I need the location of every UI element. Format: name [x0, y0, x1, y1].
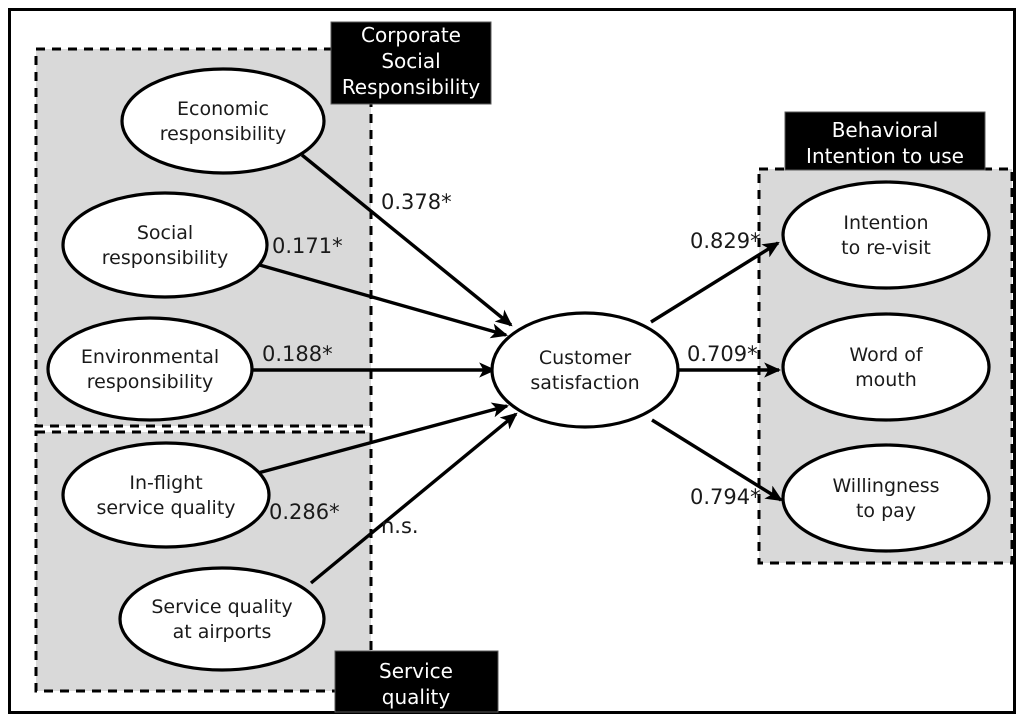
group-chip-csr: Corporate Social Responsibility: [330, 21, 492, 105]
path-label-environmental-to-satisfaction: 0.188*: [262, 342, 333, 366]
node-customer-satisfaction[interactable]: Customer satisfaction: [490, 311, 680, 429]
node-label-line-1: Environmental: [81, 346, 219, 368]
node-label-line-1: Social: [137, 222, 193, 244]
chip-background: [334, 650, 499, 713]
chip-label-line-1: Behavioral: [832, 118, 939, 142]
path-arrow-satisfaction-to-revisit: [650, 241, 780, 324]
node-in-flight-service-quality[interactable]: In-flight service quality: [61, 441, 271, 549]
node-label-line-2: to pay: [856, 500, 916, 522]
node-ellipse: [46, 316, 254, 422]
chip-background: [330, 21, 492, 105]
chip-background: [784, 111, 986, 171]
node-label-line-2: to re-visit: [841, 237, 931, 259]
node-ellipse: [61, 441, 271, 549]
path-arrow-economic-to-satisfaction: [300, 153, 513, 327]
node-ellipse: [781, 180, 991, 290]
node-ellipse: [781, 443, 991, 553]
node-social-responsibility[interactable]: Social responsibility: [61, 191, 269, 299]
chip-label-line-2: quality: [382, 685, 451, 709]
path-label-social-to-satisfaction: 0.171*: [272, 234, 343, 258]
chip-label-line-1: Corporate: [361, 23, 461, 47]
node-label-line-1: Customer: [539, 347, 631, 369]
path-arrow-airport-to-satisfaction: [309, 412, 518, 585]
group-chip-behavioral-intention: Behavioral Intention to use: [784, 111, 986, 171]
chip-label-line-2: Social: [381, 49, 440, 73]
node-label-line-2: responsibility: [160, 123, 286, 145]
path-label-inflight-to-satisfaction: 0.286*: [269, 500, 340, 524]
node-label-line-2: mouth: [855, 369, 917, 391]
node-ellipse: [490, 311, 680, 429]
node-label-line-1: Word of: [849, 344, 924, 366]
node-word-of-mouth[interactable]: Word of mouth: [781, 312, 991, 422]
node-ellipse: [118, 566, 326, 672]
node-ellipse: [61, 191, 269, 299]
node-label-line-1: Intention: [843, 212, 928, 234]
node-label-line-2: responsibility: [87, 371, 213, 393]
node-label-line-1: In-flight: [129, 472, 202, 494]
node-label-line-1: Economic: [177, 98, 269, 120]
figure-frame: [8, 8, 1016, 714]
node-intention-to-re-visit[interactable]: Intention to re-visit: [781, 180, 991, 290]
node-ellipse: [120, 67, 326, 175]
node-label-line-1: Service quality: [151, 596, 292, 618]
node-service-quality-at-airports[interactable]: Service quality at airports: [118, 566, 326, 672]
path-label-satisfaction-to-wom: 0.709*: [687, 342, 758, 366]
path-arrow-satisfaction-to-willingness: [651, 418, 783, 502]
chip-label-line-2: Intention to use: [806, 144, 964, 168]
node-label-line-1: Willingness: [832, 475, 939, 497]
node-environmental-responsibility[interactable]: Environmental responsibility: [46, 316, 254, 422]
node-willingness-to-pay[interactable]: Willingness to pay: [781, 443, 991, 553]
node-label-line-2: satisfaction: [530, 372, 639, 394]
node-ellipse: [781, 312, 991, 422]
node-label-line-2: responsibility: [102, 247, 228, 269]
path-arrow-inflight-to-satisfaction: [257, 402, 510, 475]
chip-label-line-3: Responsibility: [342, 75, 481, 99]
group-chip-service-quality: Service quality: [334, 650, 499, 713]
path-arrow-social-to-satisfaction: [255, 262, 509, 339]
node-economic-responsibility[interactable]: Economic responsibility: [120, 67, 326, 175]
path-label-satisfaction-to-willingness: 0.794*: [690, 485, 761, 509]
path-label-economic-to-satisfaction: 0.378*: [381, 190, 452, 214]
chip-label-line-1: Service: [379, 659, 453, 683]
path-label-satisfaction-to-revisit: 0.829*: [690, 229, 761, 253]
node-label-line-2: at airports: [173, 621, 272, 643]
node-label-line-2: service quality: [96, 497, 235, 519]
path-label-airport-to-satisfaction: n.s.: [381, 514, 419, 538]
